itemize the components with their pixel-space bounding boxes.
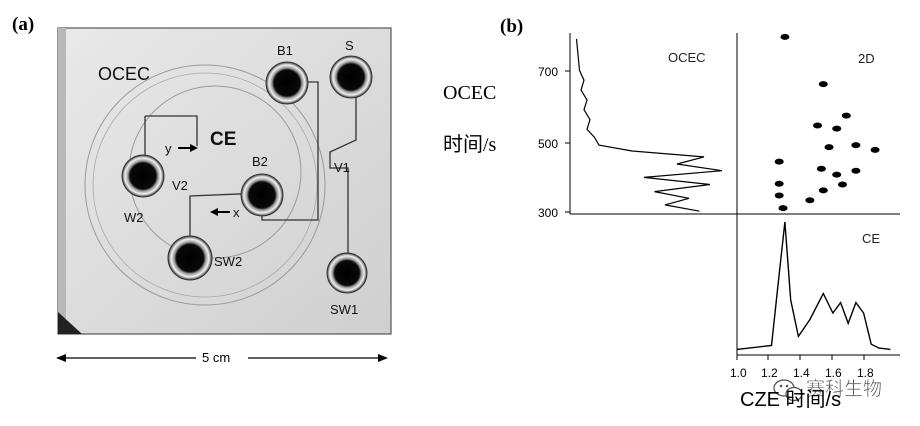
- spot-15: [774, 192, 784, 199]
- chip-plate-edge: [58, 28, 66, 334]
- port-s: [329, 55, 373, 99]
- x-tick-label: 1.2: [761, 366, 778, 380]
- port-b1: [265, 61, 309, 105]
- x-ticks: [736, 355, 865, 360]
- ocec-panel-label: OCEC: [668, 50, 706, 65]
- y-tick-label: 300: [538, 206, 558, 220]
- w2-label: W2: [124, 210, 144, 225]
- y-axis-title-line2: 时间/s: [443, 134, 497, 156]
- ocec-outer-circle: [84, 64, 326, 306]
- channel-b2: [189, 192, 263, 232]
- v2-label: V2: [172, 178, 188, 193]
- sw2-label: SW2: [214, 254, 242, 269]
- spot-0: [780, 33, 790, 40]
- panel-b-label: (b): [500, 16, 524, 37]
- watermark-text: 赛科生物: [806, 378, 882, 400]
- x-tick-label: 1.6: [825, 366, 842, 380]
- spot-7: [870, 146, 880, 153]
- y-tick-300: 300: [538, 206, 570, 220]
- wechat-icon: [773, 379, 803, 402]
- spot-16: [778, 205, 788, 212]
- twod-panel-label: 2D: [858, 51, 875, 66]
- y-axis-title-line1: OCEC: [443, 82, 497, 104]
- y-tick-700: 700: [538, 65, 570, 79]
- spot-6: [851, 142, 861, 149]
- chip-plate-corner: [58, 312, 82, 334]
- y-axis-marker: y: [165, 141, 172, 156]
- spot-17: [805, 197, 815, 204]
- port-b2: [240, 173, 284, 217]
- x-axis-marker: x: [233, 205, 240, 220]
- ce-trace: [736, 221, 891, 351]
- y-tick-label: 700: [538, 65, 558, 79]
- spot-14: [774, 180, 784, 187]
- ocec-inner-circle: [92, 72, 318, 298]
- two-d-spots: [774, 33, 880, 212]
- spot-3: [813, 122, 823, 129]
- spot-11: [851, 167, 861, 174]
- ce-panel-label: CE: [862, 231, 880, 246]
- ocec-label: OCEC: [98, 64, 150, 84]
- port-w2: [121, 154, 165, 198]
- spot-10: [832, 171, 842, 178]
- b1-label: B1: [277, 43, 293, 58]
- port-sw2: [167, 235, 213, 281]
- spot-9: [816, 165, 826, 172]
- v1-label: V1: [334, 160, 350, 175]
- sw1-label: SW1: [330, 302, 358, 317]
- x-tick-label: 1.4: [793, 366, 810, 380]
- ce-label: CE: [210, 129, 236, 150]
- port-sw1: [326, 252, 368, 294]
- y-tick-500: 500: [538, 137, 570, 151]
- s-label: S: [345, 38, 354, 53]
- arrow-x-icon: [210, 208, 230, 216]
- spot-8: [774, 158, 784, 165]
- b2-label: B2: [252, 154, 268, 169]
- arrow-y-icon: [178, 144, 198, 152]
- spot-5: [824, 144, 834, 151]
- panel-a-label: (a): [12, 14, 35, 35]
- ocec-trace: [575, 38, 723, 212]
- x-tick-label: 1.8: [857, 366, 874, 380]
- x-axis-title: CZE 时间/s: [740, 388, 841, 411]
- spot-12: [837, 181, 847, 188]
- spot-1: [818, 81, 828, 88]
- y-tick-label: 500: [538, 137, 558, 151]
- spot-4: [832, 125, 842, 132]
- scale-label: 5 cm: [202, 350, 230, 365]
- spot-2: [841, 112, 851, 119]
- x-tick-label: 1.0: [730, 366, 747, 380]
- spot-13: [818, 187, 828, 194]
